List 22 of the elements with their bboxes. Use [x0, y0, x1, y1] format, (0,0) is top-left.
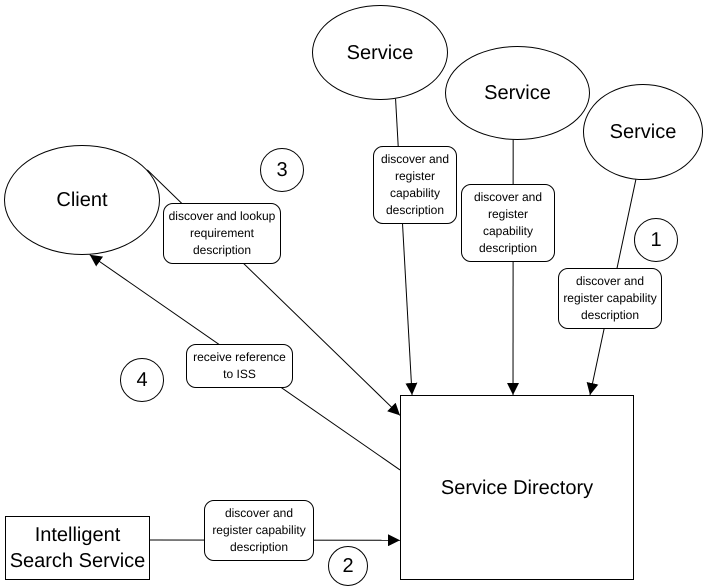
node-label: 1 [650, 228, 662, 253]
edge-label: discover and register capability description [558, 268, 662, 329]
edge-label: discover and register capability description [204, 500, 314, 561]
edge-label: discover and lookup requirement description [163, 203, 281, 264]
number-circle [328, 546, 368, 586]
node-label: Intelligent Search Service [8, 523, 146, 574]
edge-label: discover and register capability description [461, 184, 555, 262]
node-label: Service [346, 40, 414, 66]
number-circle [120, 358, 164, 402]
number-circle [634, 218, 678, 262]
edge-label: discover and register capability description [373, 146, 457, 224]
edge-label: receive reference to ISS [186, 344, 293, 388]
process-box [5, 516, 150, 580]
node-label: Service [484, 81, 551, 106]
node-label: Service [610, 120, 676, 145]
number-circle [260, 148, 304, 192]
process-box [400, 395, 634, 580]
node-label: 4 [136, 368, 148, 393]
node-label: 3 [276, 158, 288, 183]
node-label: 2 [342, 554, 354, 579]
node-label: Service Directory [440, 476, 594, 500]
node-label: Client [56, 188, 108, 213]
